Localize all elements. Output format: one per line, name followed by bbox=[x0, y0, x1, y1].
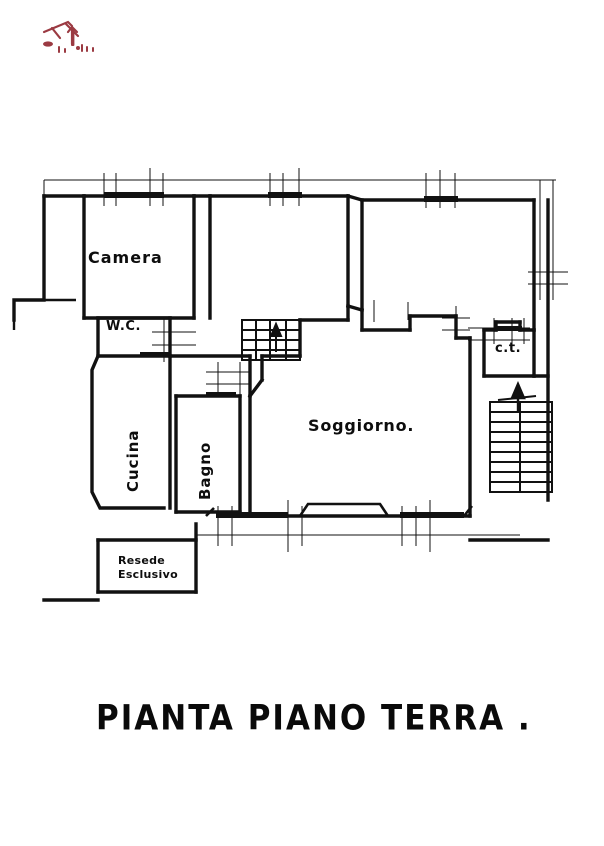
plan-title: PIANTA PIANO TERRA . bbox=[96, 698, 532, 739]
room-label-ct: c.t. bbox=[495, 341, 522, 356]
exterior-staircase bbox=[489, 401, 553, 493]
surveyor-stamp-icon bbox=[42, 20, 94, 53]
left-exterior-landing bbox=[12, 298, 76, 330]
area-label-resede: Resede Esclusivo bbox=[118, 554, 178, 582]
room-label-wc: W.C. bbox=[106, 319, 142, 334]
resede-line-1: Resede bbox=[118, 554, 166, 567]
window-openings bbox=[104, 192, 522, 518]
room-label-soggiorno: Soggiorno. bbox=[308, 416, 415, 435]
stair-up-arrow-icon bbox=[497, 380, 537, 412]
dimension-lines bbox=[43, 168, 568, 552]
window-recesses bbox=[205, 502, 474, 517]
resede-line-2: Esclusivo bbox=[118, 568, 178, 581]
room-label-bagno: Bagno bbox=[196, 441, 214, 500]
interior-stair-arrow-icon bbox=[269, 321, 283, 352]
room-label-cucina: Cucina bbox=[124, 429, 142, 492]
room-label-camera: Camera bbox=[88, 248, 163, 267]
interior-staircase bbox=[241, 319, 301, 361]
